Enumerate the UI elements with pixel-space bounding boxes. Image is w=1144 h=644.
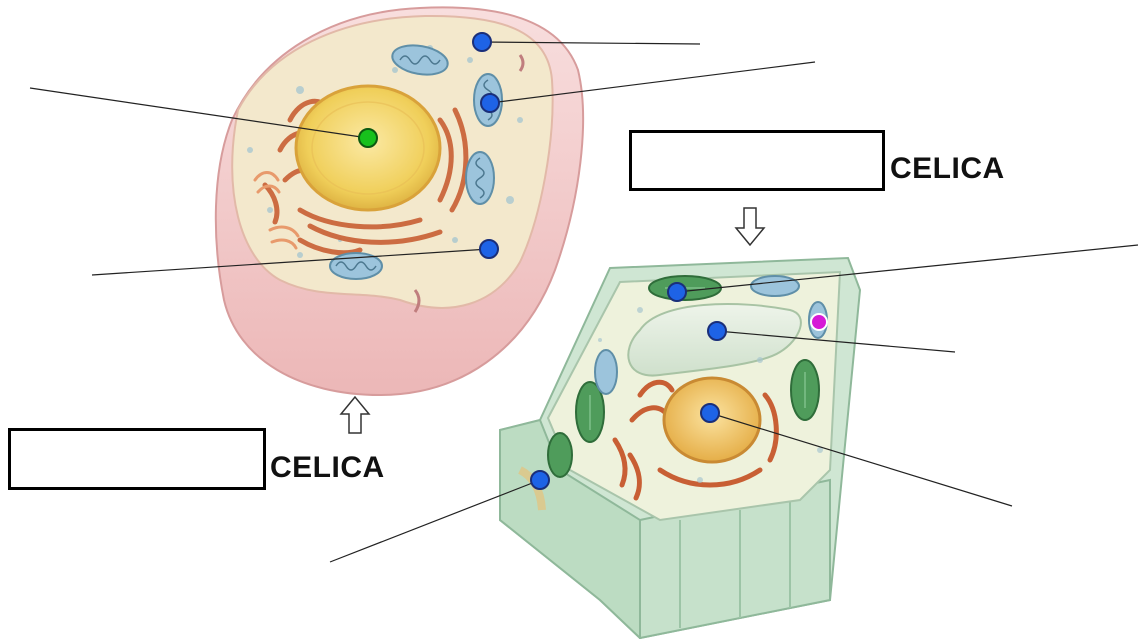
up-arrow-outline-icon	[341, 397, 369, 433]
animal-cell-type-input[interactable]	[11, 431, 263, 487]
plant-cell	[500, 258, 860, 638]
marker-animal-nucleus[interactable]	[359, 129, 377, 147]
plant-cell-type-answer-box[interactable]	[629, 130, 885, 191]
plant-cell-caption: CELICA	[890, 152, 1005, 186]
animal-cell	[216, 7, 583, 395]
down-arrow-outline-icon	[736, 208, 764, 245]
marker-animal-membrane[interactable]	[473, 33, 491, 51]
marker-animal-cytoplasm[interactable]	[480, 240, 498, 258]
plant-cell-type-input[interactable]	[632, 133, 882, 188]
marker-animal-mitochondrion[interactable]	[481, 94, 499, 112]
marker-plant-vacuole[interactable]	[708, 322, 726, 340]
marker-plant-nucleus[interactable]	[701, 404, 719, 422]
animal-cell-type-answer-box[interactable]	[8, 428, 266, 490]
marker-plant-cell-wall[interactable]	[531, 471, 549, 489]
marker-plant-mitochondrion[interactable]	[811, 314, 827, 330]
animal-cell-caption: CELICA	[270, 451, 385, 485]
marker-plant-chloroplast[interactable]	[668, 283, 686, 301]
